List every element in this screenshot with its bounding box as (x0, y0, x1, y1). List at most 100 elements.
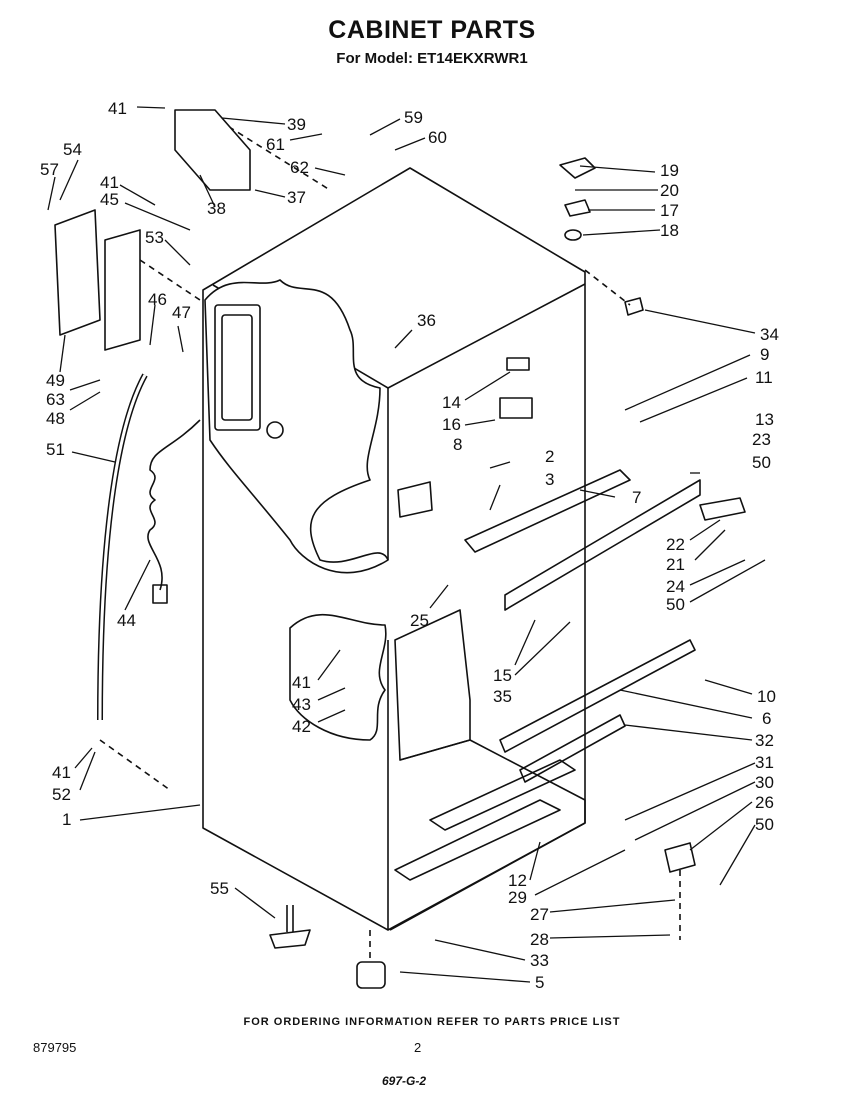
callout-label: 53 (145, 228, 164, 247)
ordering-note: FOR ORDERING INFORMATION REFER TO PARTS … (243, 1016, 621, 1028)
callout-label: 3 (545, 470, 554, 489)
document-number: 879795 (33, 1040, 77, 1055)
plug-18 (564, 229, 582, 241)
callout-label: 41 (100, 173, 119, 192)
callout-label: 42 (292, 717, 311, 736)
callout-label: 31 (755, 753, 774, 772)
cap-34 (624, 297, 644, 316)
callout-label: 49 (46, 371, 65, 390)
callout-label: 63 (46, 390, 65, 409)
callout-label: 37 (287, 188, 306, 207)
liner-knob (266, 421, 284, 439)
callout-label: 29 (508, 888, 527, 907)
callout-label: 39 (287, 115, 306, 134)
hinge-19 (559, 157, 596, 179)
callout-label: 59 (404, 108, 423, 127)
leveling-foot-55 (269, 929, 311, 949)
cabinet-top-front-edge (387, 283, 586, 389)
callout-label: 32 (755, 731, 774, 750)
callout-label: 22 (666, 535, 685, 554)
callout-label: 60 (428, 128, 447, 147)
callout-label: 50 (755, 815, 774, 834)
callout-label: 20 (660, 181, 679, 200)
liner-panel (214, 304, 261, 431)
bracket-14 (506, 357, 530, 371)
callout-label: 14 (442, 393, 461, 412)
page-number: 2 (414, 1040, 422, 1055)
bracket-8 (397, 481, 433, 518)
callout-label: 24 (666, 577, 685, 596)
callout-label: 25 (410, 611, 429, 630)
liner-panel-inner (221, 314, 253, 421)
callout-label: 36 (417, 311, 436, 330)
hinge-26 (664, 842, 696, 873)
callout-label: 35 (493, 687, 512, 706)
side-gasket (104, 229, 141, 351)
floor-rail-1 (429, 759, 576, 831)
callout-label: 41 (292, 673, 311, 692)
plug-44 (152, 584, 168, 604)
callout-label: 43 (292, 695, 311, 714)
callout-label: 12 (508, 871, 527, 890)
callout-label: 57 (40, 160, 59, 179)
callout-label: 38 (207, 199, 226, 218)
callout-label: 6 (762, 709, 771, 728)
rail-6 (499, 639, 696, 753)
rail-13 (504, 479, 701, 611)
callout-label: 61 (266, 135, 285, 154)
callout-label: 10 (757, 687, 776, 706)
side-panel-54 (54, 209, 101, 336)
callout-label: 62 (290, 158, 309, 177)
callout-label: 30 (755, 773, 774, 792)
hinge-17 (564, 199, 591, 217)
rail-7 (464, 469, 631, 553)
callout-label: 50 (666, 595, 685, 614)
leveling-foot-stem (286, 905, 294, 932)
callout-label: 51 (46, 440, 65, 459)
callout-label: 54 (63, 140, 82, 159)
callout-label: 18 (660, 221, 679, 240)
callout-label: 52 (52, 785, 71, 804)
callout-label: 41 (52, 763, 71, 782)
callout-label: 34 (760, 325, 779, 344)
dashed-leader-right (584, 269, 631, 306)
bracket-16 (499, 397, 533, 419)
callout-label: 7 (632, 488, 641, 507)
dashed-leader-side (139, 259, 201, 301)
callout-label: 26 (755, 793, 774, 812)
callout-label: 11 (755, 368, 773, 387)
callout-label: 27 (530, 905, 549, 924)
callout-label: 44 (117, 611, 136, 630)
callout-label: 33 (530, 951, 549, 970)
callout-label: 5 (535, 973, 544, 992)
callout-label: 13 (755, 410, 774, 429)
roller-5 (356, 961, 386, 989)
callout-label: 19 (660, 161, 679, 180)
bracket-39 (174, 109, 251, 191)
callout-label: 50 (752, 453, 771, 472)
power-cord-44 (147, 419, 201, 591)
page-title: CABINET PARTS (328, 16, 536, 44)
compressor-compartment (394, 609, 471, 761)
callout-label: 28 (530, 930, 549, 949)
callout-label: 16 (442, 415, 461, 434)
floor-rail-2 (394, 799, 561, 881)
drain-tube-51-inner (98, 374, 147, 721)
callout-label: 41 (108, 99, 127, 118)
callout-label: 21 (666, 555, 685, 574)
cabinet-cutaway (204, 279, 389, 574)
dashed-leader-bottom (99, 739, 171, 791)
lower-cutaway (289, 613, 387, 741)
callout-label: 55 (210, 879, 229, 898)
model-subtitle: For Model: ET14EKXRWR1 (336, 50, 528, 67)
callout-label: 23 (752, 430, 771, 449)
rail-32 (519, 714, 626, 783)
callout-label: 48 (46, 409, 65, 428)
callout-label: 45 (100, 190, 119, 209)
callout-label: 2 (545, 447, 554, 466)
handwritten-code: 697-G-2 (382, 1074, 427, 1088)
callout-label: 9 (760, 345, 769, 364)
callout-label: 17 (660, 201, 679, 220)
hinge-22 (699, 497, 746, 521)
